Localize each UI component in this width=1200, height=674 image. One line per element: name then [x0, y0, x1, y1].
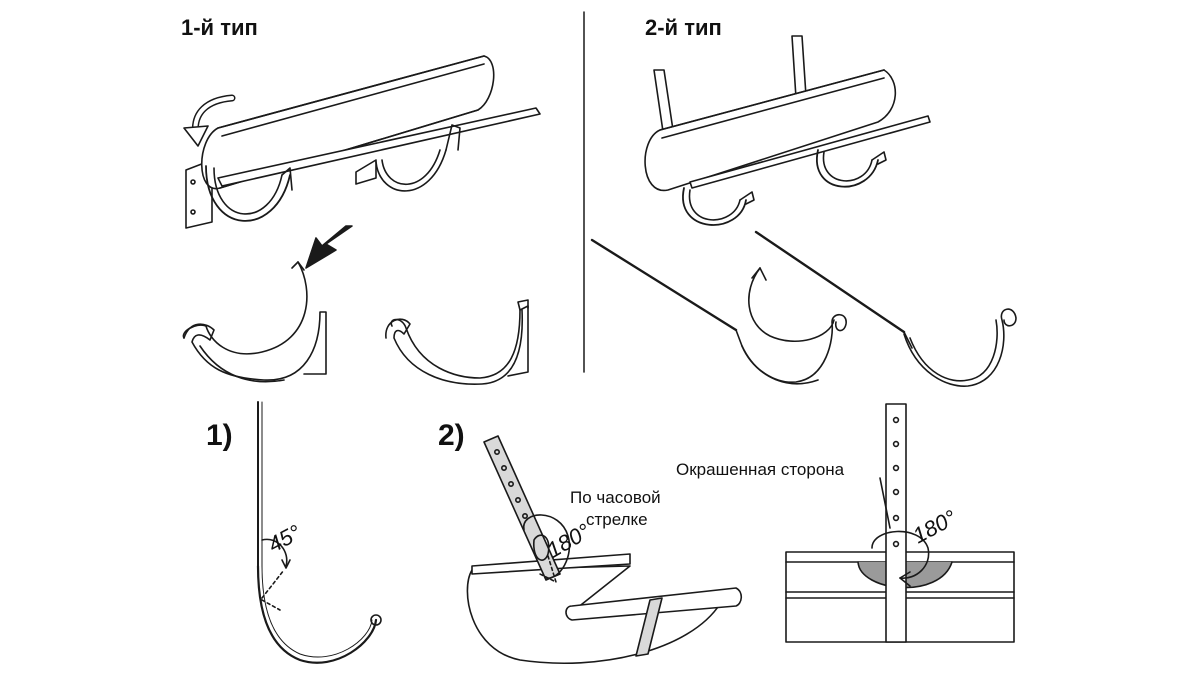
step1-label: 1)	[206, 419, 233, 452]
type1-push-arrow	[306, 226, 352, 268]
step2-label: 2)	[438, 419, 465, 452]
type2-title: 2-й тип	[645, 15, 722, 40]
step2-assembly	[467, 436, 741, 663]
type2-bracket-left	[592, 240, 846, 384]
type2-gutter-assembly	[645, 36, 930, 225]
type1-title: 1-й тип	[181, 15, 258, 40]
step3-assembly	[786, 404, 1014, 642]
type1-bracket-right	[386, 300, 528, 384]
step1-profile	[258, 402, 381, 663]
type2-bracket-right	[756, 232, 1016, 386]
step2-direction-line1: По часовой	[570, 488, 661, 507]
type1-bracket-left	[183, 262, 326, 382]
step3-painted-side: Окрашенная сторона	[676, 460, 845, 479]
step2-direction-line2: стрелке	[586, 510, 648, 529]
type1-gutter-assembly	[184, 56, 540, 228]
